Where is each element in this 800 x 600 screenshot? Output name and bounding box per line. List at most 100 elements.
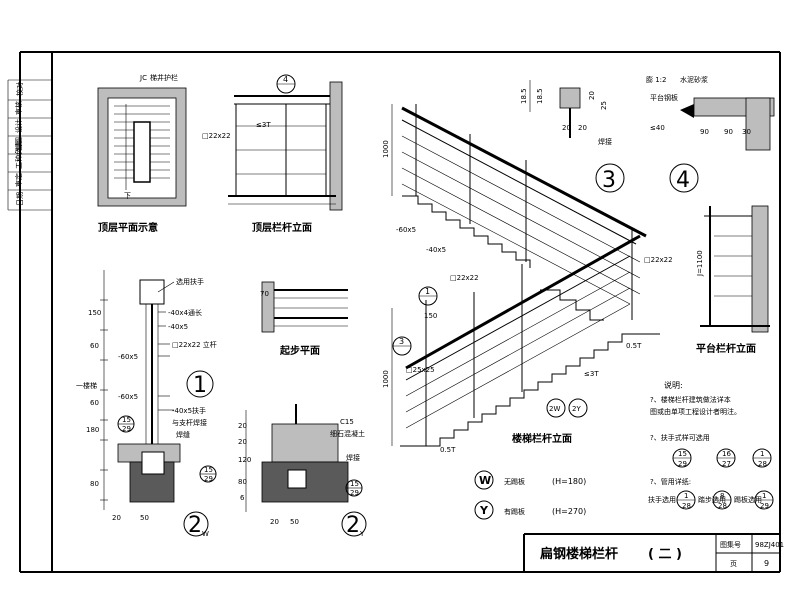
titleblock-title: 扁钢楼梯栏杆 [540,546,618,562]
plan-note: 梯井护栏 [150,73,178,82]
detail2y-label: 焊接 [346,453,360,462]
note-ref-bottom: 29 [678,460,687,468]
dim-label: 80 [90,480,99,488]
top-floor-plan: JC 梯井护栏 下 顶层平面示意 [97,73,187,234]
note-ref-top: 15 [678,450,687,458]
detail1-label: 焊缝 [176,430,190,439]
titleblock-page-value: 9 [764,559,769,568]
sidebar-cell-label: 制图 [14,137,23,151]
ref-bottom: 29 [350,489,359,497]
stair-tag-circle [546,398,566,418]
detail4-label: 水泥砂浆 [680,75,708,84]
sidebar-cell-label: 日期 [16,192,24,206]
detail-4-circle [669,163,699,193]
note-ref-bottom: 28 [758,460,767,468]
ref-bottom: 29 [204,475,213,483]
stair-tag-circle [568,398,588,418]
legend-w-symbol: W [479,474,491,487]
caption-start-plan: 起步平面 [279,344,320,357]
detail-2y-tag: 2 [346,513,360,538]
stair-bar-right: □22x22 [644,256,673,264]
notes-line: ?、扶手式样可选用 [650,433,710,442]
left-label: 一楼梯 [76,381,97,390]
legend-w-h: (H=180) [552,477,586,486]
dim-label: 20 [578,124,587,132]
stair-label: □22x22 [450,274,479,282]
detail1-label: -40x5 [168,323,188,331]
dim-label: 20 [562,124,571,132]
detail-3-circle [595,163,625,193]
detail1-label: -40x4通长 [168,308,202,317]
ref-bottom: 29 [122,425,131,433]
platform-height: J=1100 [696,250,704,277]
detail-2y-circle [341,511,367,537]
ref-top: 15 [204,466,213,474]
detail1-label: -60x5 [118,393,138,401]
sidebar-cell-label: 校对 [15,82,24,96]
detail1-label: -60x5 [118,353,138,361]
detail-2w-tag: 2 [188,513,202,538]
detail-4: 膨 1:2 水泥砂浆 平台钢板 ≤40 90 90 30 4 [646,75,775,193]
note-ref-top: 1 [760,450,764,458]
legend-y-circle [474,500,494,520]
main-stair-elevation: 1000 1000 -60x5 -40x5 □22x22 □25x25 0.5T… [382,104,673,454]
legend-w-circle [474,470,494,490]
notes-line: 图或由单项工程设计者明注。 [650,407,741,416]
stair-label: 0.5T [626,342,642,350]
note-ref-bottom: 27 [722,460,731,468]
dim-label: 180 [86,426,99,434]
caption-top-floor-plan: 顶层平面示意 [98,221,158,234]
detail3-label: 焊接 [598,137,612,146]
detail-2y: 20 20 50 20 120 80 6 C15 细石混凝土 焊接 15 29 … [238,404,367,538]
dim-label: 120 [238,456,251,464]
stair-circle-label: 1 [425,287,430,296]
detail-2w-sub: W [202,530,209,538]
sidebar-cell-label: 审核 [14,101,23,115]
sidebar-cell-label: 工种负责 [14,141,23,169]
detail-1: 150 60 60 180 80 20 50 一楼梯 选用扶手 -40x4通长 … [76,270,217,538]
detail4-label: 膨 1:2 [646,75,667,84]
dim-label: 150 [88,309,101,317]
detail4-label: 平台钢板 [650,93,678,102]
stair-label: □25x25 [406,366,435,374]
detail1-label: -40x5扶手 [172,406,206,415]
note-ref-top: 1 [762,492,766,500]
dim-label: 20 [270,518,279,526]
dim-label: 6 [240,494,245,502]
caption-top-railing: 顶层栏杆立面 [252,221,312,234]
detail-2y-sub: Y [359,530,365,538]
dim-label: 80 [238,478,247,486]
sidebar-cell-label: 审定 [14,173,23,187]
stair-dim: 1000 [382,370,390,388]
sidebar-cell-label: 设计 [14,119,23,133]
platform-elevation: J=1100 平台栏杆立面 [696,205,770,355]
stair-label: -40x5 [426,246,446,254]
angle-label: ≤3T [256,121,271,129]
dim-label: 20 [238,422,247,430]
detail4-label: 30 [742,128,751,136]
detail-1-circle [186,370,214,398]
note-ref-top: 16 [722,450,731,458]
stair-label: ≤3T [584,370,599,378]
caption-stair-elevation: 楼梯栏杆立面 [512,432,572,445]
detail2y-label: C15 [340,418,354,426]
note-ref-top: 1 [684,492,688,500]
detail4-label: 90 [700,128,709,136]
note-ref-bottom: 28 [682,502,691,510]
dim-label: 50 [290,518,299,526]
legend: W 无踢板 (H=180) Y 有踢板 (H=270) [474,470,586,520]
detail-3: 18.5 18.5 20 25 20 20 焊接 3 [520,80,625,193]
stair-label: -60x5 [396,226,416,234]
dim-label: 18.5 [520,88,528,104]
dim-label: 60 [90,342,99,350]
stair-tag: 2Y [572,405,581,413]
legend-y-symbol: Y [479,504,489,517]
dim-label: 60 [90,399,99,407]
titleblock-page-label: 页 [730,560,737,568]
note-ref-label: 踢板选用 [734,495,762,504]
detail1-label: 选用扶手 [176,277,204,286]
dim-label: 50 [140,514,149,522]
stair-tag: 2W [549,405,560,413]
sidebar-signature-block: 校对 审核 设计 制图 工种负责 审定 日期 [7,79,52,211]
